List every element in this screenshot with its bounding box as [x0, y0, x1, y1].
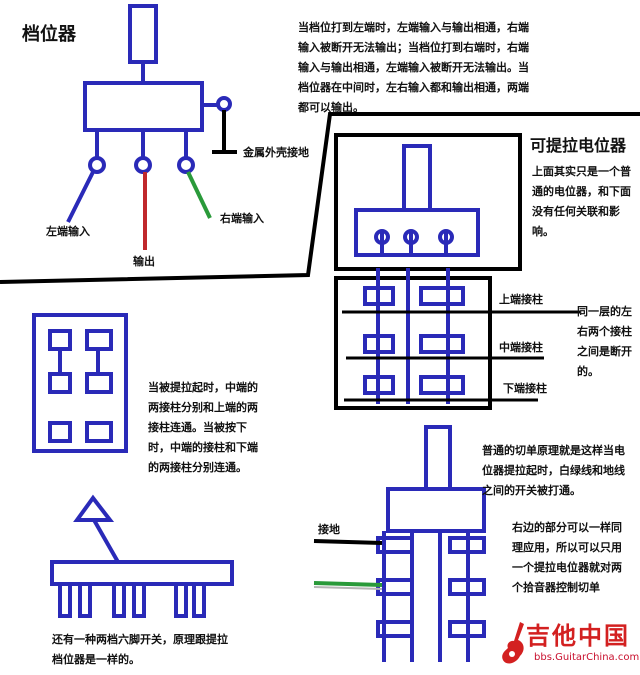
wiring-post-ur [448, 536, 486, 554]
selector-title: 档位器 [22, 24, 76, 45]
switch-pin-2 [78, 582, 92, 618]
switch-pin-1 [58, 582, 72, 618]
watermark-url: bbs.GuitarChina.com [534, 652, 640, 663]
switch-pin-6 [192, 582, 206, 618]
watermark: 吉他中国 bbs.GuitarChina.com [500, 618, 640, 674]
switch-lug-1 [48, 329, 72, 351]
wiring-shaft [424, 425, 452, 491]
white-wire [313, 586, 383, 590]
pot-title: 可提拉电位器 [530, 136, 627, 155]
switch-lug-4 [85, 372, 113, 394]
ground-bottom-label: 接地 [318, 523, 340, 536]
bottom-description: 普通的切单原理就是这样当电位器提拉起时，白绿线和地线之间的开关被打通。 [482, 444, 625, 497]
switch-pull-description: 当被提拉起时，中端的两接柱分别和上端的两接柱连通。当被按下时，中端的接柱和下端的… [148, 381, 258, 474]
ground-label: 金属外壳接地 [243, 146, 309, 159]
switch-lug-2 [85, 329, 113, 351]
selector-diagram [66, 4, 232, 223]
ground-wire-bottom [313, 539, 383, 545]
right-input-wire [186, 171, 212, 219]
six-pin-note: 还有一种两档六脚开关，原理跟提拉档位器是一样的。 [52, 633, 228, 666]
wiring-body [386, 487, 486, 533]
pot-description: 上面其实只是一个普通的电位器，和下面没有任何关联和影响。 [532, 165, 631, 238]
selector-lever [128, 4, 158, 64]
switch-pin-3 [112, 582, 126, 618]
selector-description: 当档位打到左端时，左端输入与输出相通，右端输入被断开无法输出；当档位打到右端时，… [298, 21, 529, 114]
guitar-logo-icon [502, 622, 524, 664]
wiring-post-ul [376, 536, 414, 554]
switch-pin-4 [132, 582, 146, 618]
switch-lug-6 [85, 421, 113, 443]
switch-lug-5 [48, 421, 72, 443]
six-pin-switch [50, 494, 234, 618]
switch-front-view [32, 313, 128, 453]
left-input-label: 左端输入 [46, 225, 90, 238]
output-label: 输出 [133, 255, 155, 268]
switch-toggle-stem [92, 519, 120, 563]
switch-frame [334, 276, 492, 410]
right-input-label: 右端输入 [220, 212, 264, 225]
lower-post-left [363, 375, 395, 395]
selector-body [83, 81, 204, 132]
switch-outer [32, 313, 128, 453]
output-terminal [134, 156, 152, 174]
ground-terminal [216, 96, 232, 112]
wiring-post-ml [376, 578, 414, 596]
right-terminal [177, 156, 195, 174]
upper-post-left [363, 286, 395, 306]
switch-pin-5 [174, 582, 188, 618]
watermark-text: 吉他中国 [526, 622, 630, 650]
middle-post-left [363, 334, 395, 354]
switch-base [50, 560, 234, 586]
lower-post-label: 下端接柱 [503, 382, 547, 395]
section-divider [0, 112, 640, 284]
pot-frame [334, 133, 522, 271]
pot-shaft [402, 144, 432, 212]
left-input-wire [66, 171, 95, 223]
upper-post-label: 上端接柱 [499, 293, 543, 306]
bottom-right-description: 右边的部分可以一样同理应用，所以可以只用一个提拉电位器就对两个拾音器控制切单 [512, 521, 622, 594]
green-wire [313, 581, 383, 587]
wiring-post-ll [376, 620, 414, 638]
wiring-post-lr [448, 620, 486, 638]
wiring-post-mr [448, 578, 486, 596]
switch-lug-3 [48, 372, 72, 394]
middle-post-label: 中端接柱 [499, 341, 543, 354]
lower-post-right [419, 375, 465, 395]
pull-pot-diagram [334, 133, 580, 410]
pot-body [354, 208, 480, 257]
upper-post-right [419, 286, 465, 306]
pot-side-note: 同一层的左右两个接柱之间是断开的。 [577, 305, 632, 378]
left-terminal [88, 156, 106, 174]
pull-pot-wiring [313, 425, 486, 662]
middle-post-right [419, 334, 465, 354]
switch-toggle [73, 494, 115, 522]
